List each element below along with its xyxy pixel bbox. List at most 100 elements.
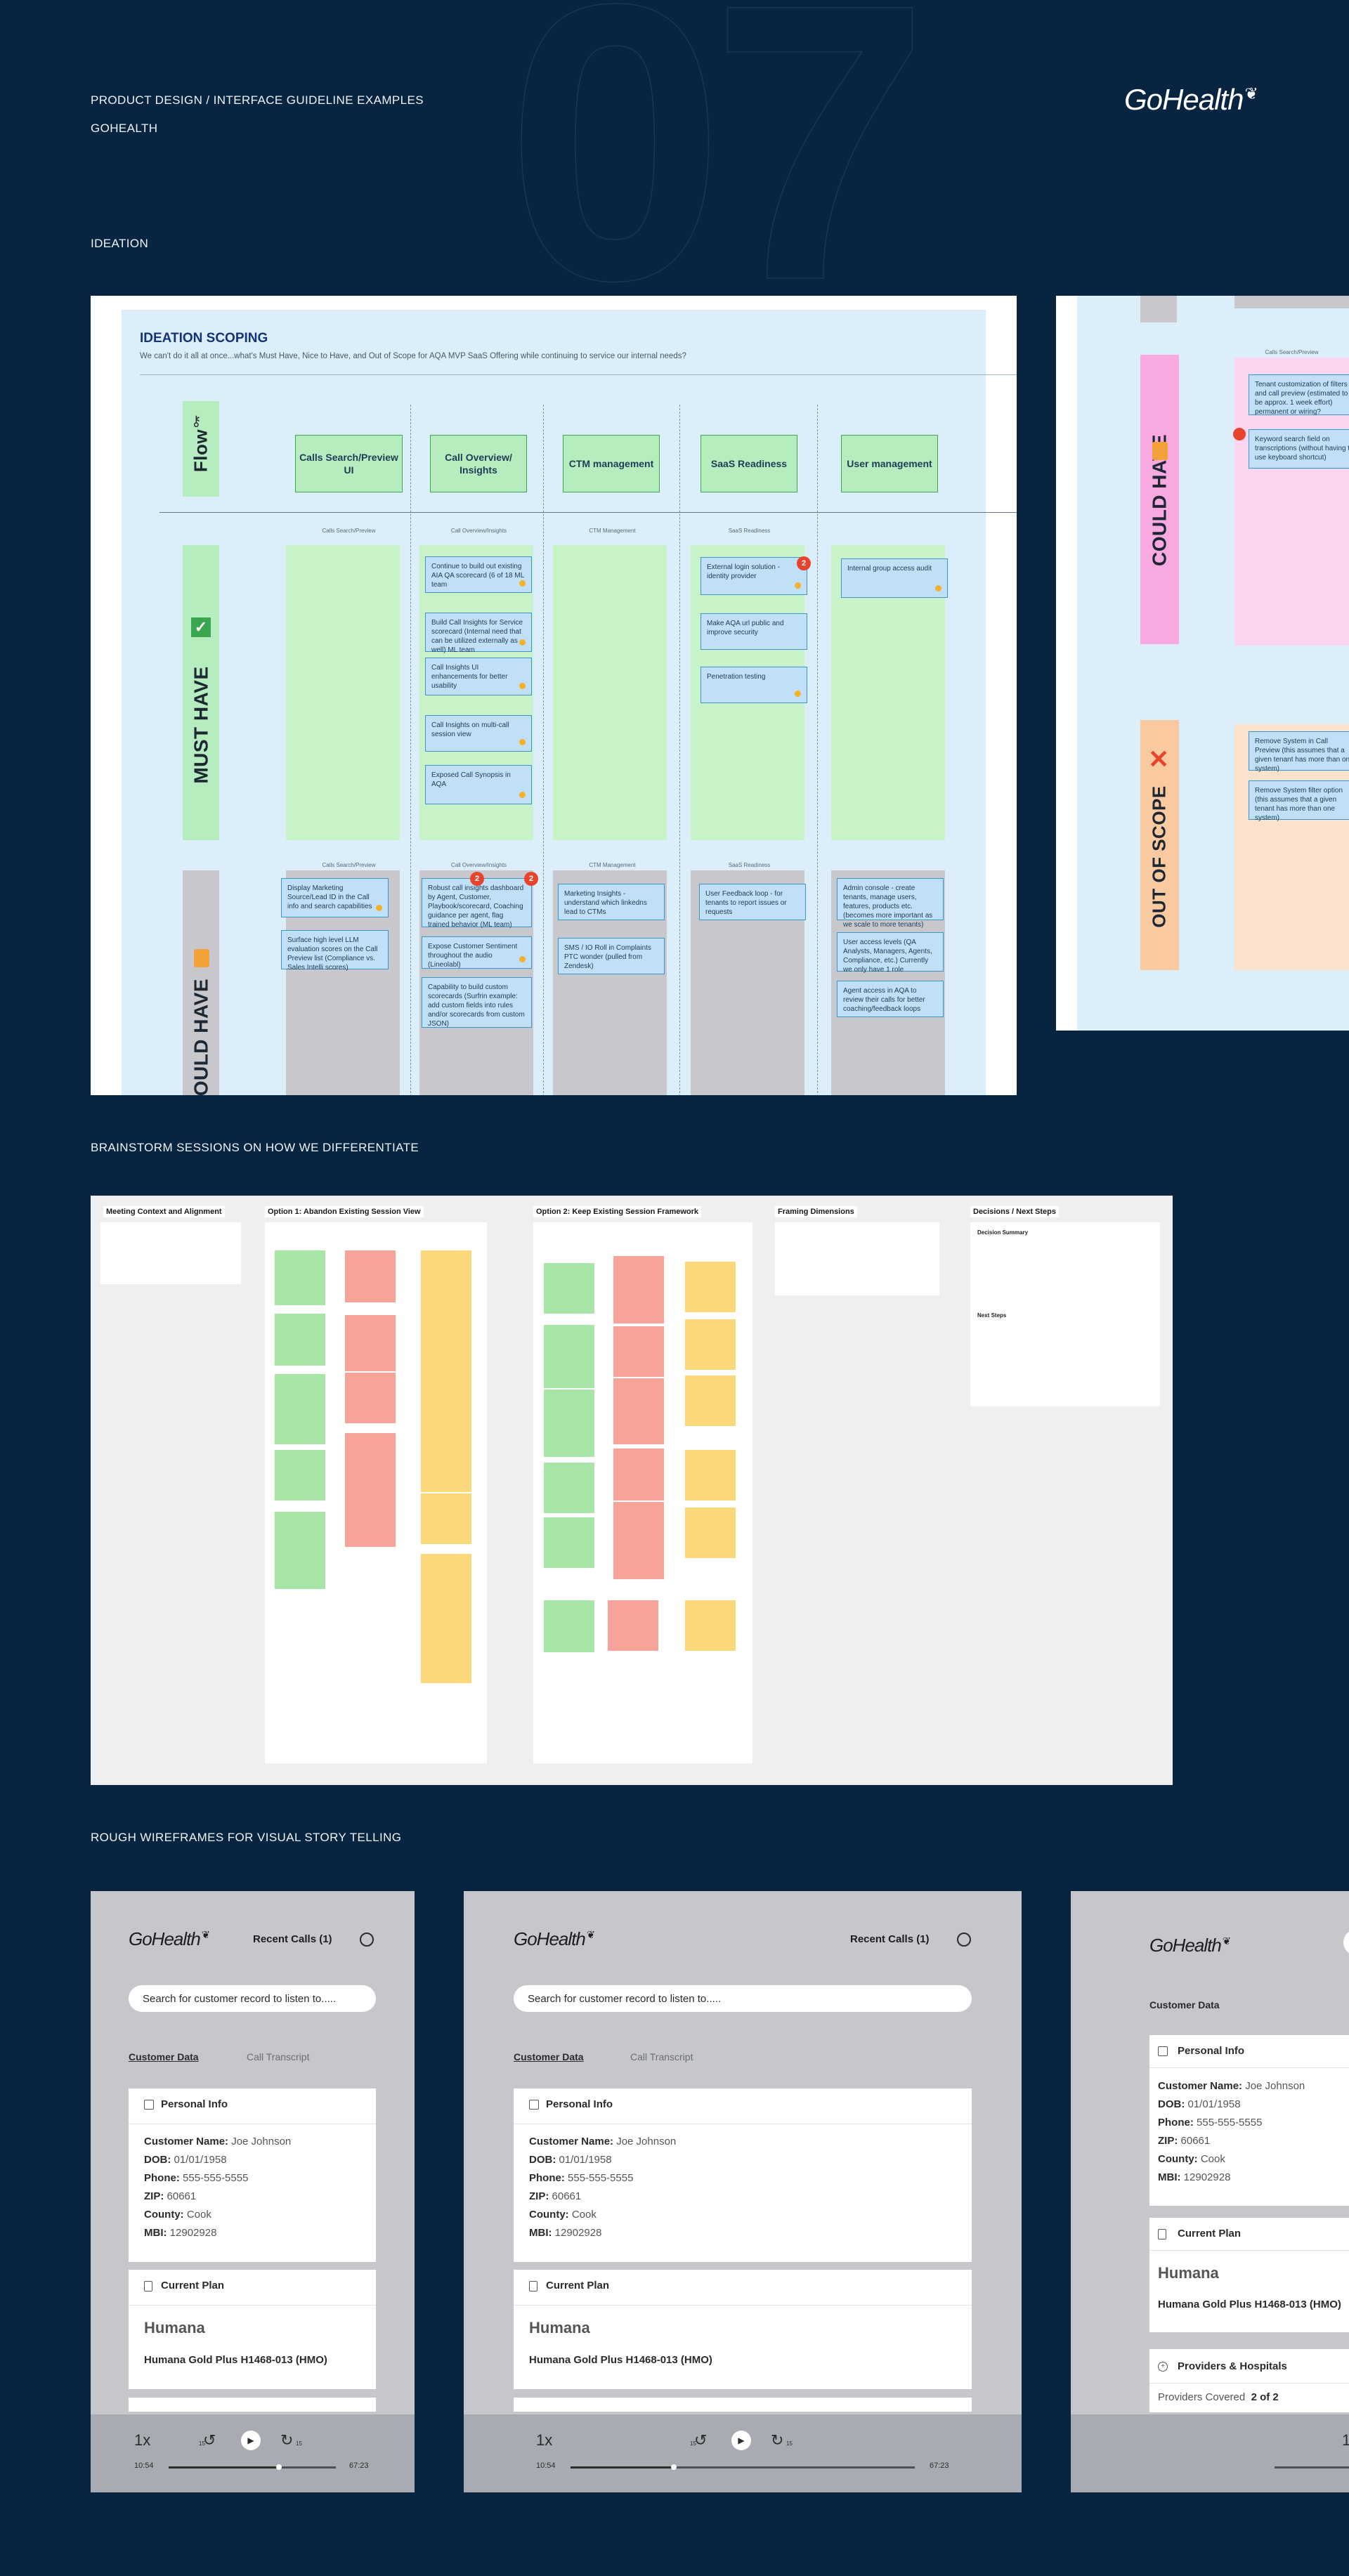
forward-icon[interactable]: ↻ (771, 2431, 784, 2449)
brainstorm-board[interactable]: Meeting Context and Alignment Option 1: … (91, 1196, 1173, 1785)
rewind-icon[interactable]: ↺ (203, 2431, 216, 2449)
sticky-note[interactable] (685, 1319, 736, 1370)
sticky-note[interactable] (613, 1256, 664, 1323)
sticky-note[interactable] (544, 1463, 594, 1513)
sticky-note[interactable] (275, 1314, 325, 1366)
sticky-note[interactable]: Remove System filter option (this assume… (1249, 780, 1349, 822)
tab-customer-data[interactable]: Customer Data (129, 2051, 199, 2062)
sticky-note[interactable] (345, 1433, 396, 1502)
rewind-icon[interactable]: ↺ (694, 2431, 708, 2449)
next-steps-heading: Next Steps (977, 1312, 1007, 1319)
sticky-note[interactable] (613, 1502, 664, 1579)
sticky-note[interactable] (345, 1315, 396, 1371)
sticky-note[interactable]: User access levels (QA Analysts, Manager… (837, 932, 944, 974)
ideation-board[interactable]: IDEATION SCOPING We can't do it all at o… (91, 296, 1017, 1095)
sticky-note[interactable] (685, 1508, 736, 1558)
sticky-note[interactable] (421, 1380, 471, 1443)
sticky-note[interactable]: Robust call insights dashboard by Agent,… (422, 878, 532, 929)
sticky-note[interactable]: Build Call Insights for Service scorecar… (425, 613, 532, 654)
sticky-note[interactable]: Call Insights UI enhancements for better… (425, 658, 532, 695)
sticky-note[interactable] (544, 1517, 594, 1568)
sticky-note[interactable] (275, 1512, 325, 1589)
sticky-note[interactable] (345, 1496, 396, 1547)
sticky-note[interactable]: User Feedback loop - for tenants to repo… (699, 884, 806, 920)
sticky-note[interactable]: Call Insights on multi-call session view (425, 715, 532, 752)
sticky-note[interactable]: Make AQA url public and improve security (700, 613, 807, 650)
wireframe-2: GoHealth❦ Recent Calls (1) Search for cu… (464, 1891, 1022, 2492)
sticky-note[interactable]: SMS / IO Roll in Complaints PTC wonder (… (558, 938, 665, 974)
tab-call-transcript[interactable]: Call Transcript (630, 2051, 693, 2062)
search-input[interactable]: Search for customer record to listen to.… (129, 1985, 376, 2012)
sticky-note[interactable] (275, 1250, 325, 1305)
sticky-note[interactable] (544, 1263, 594, 1314)
progress-knob[interactable] (276, 2464, 282, 2470)
decisions-card (970, 1222, 1160, 1406)
user-icon[interactable] (360, 1933, 374, 1947)
sticky-note[interactable] (544, 1600, 594, 1652)
playback-speed[interactable]: 1 (1342, 2431, 1349, 2449)
forward-seconds: 15 (786, 2440, 793, 2447)
column-caption: CTM Management (589, 528, 636, 534)
leaf-icon: ❦ (1244, 84, 1258, 103)
column-caption: Call Overview/Insights (450, 528, 507, 534)
sticky-note[interactable] (685, 1375, 736, 1426)
user-icon[interactable] (1343, 1930, 1349, 1954)
sticky-note[interactable]: Admin console - create tenants, manage u… (837, 878, 944, 929)
sticky-note[interactable]: Internal group access audit (841, 558, 948, 598)
search-input[interactable]: Search for customer record to listen to.… (514, 1985, 972, 2012)
personal-info-fields: Customer Name: Joe Johnson DOB: 01/01/19… (144, 2133, 291, 2242)
progress-track[interactable] (571, 2464, 915, 2470)
sticky-note[interactable]: Agent access in AQA to review their call… (837, 981, 944, 1017)
sticky-note[interactable] (275, 1450, 325, 1501)
ideation-board-secondary[interactable]: COULD HAVE Calls Search/Preview Tenant c… (1056, 296, 1349, 1031)
sticky-note[interactable]: Keyword search field on transcriptions (… (1249, 429, 1349, 469)
sticky-note[interactable] (421, 1493, 471, 1544)
sticky-note[interactable] (275, 1374, 325, 1444)
user-icon[interactable] (957, 1933, 971, 1947)
sticky-note[interactable] (685, 1600, 736, 1651)
progress-track[interactable] (1275, 2466, 1349, 2469)
sticky-note[interactable] (685, 1450, 736, 1501)
playback-speed[interactable]: 1x (134, 2431, 151, 2449)
sticky-note[interactable] (421, 1331, 471, 1381)
play-button[interactable]: ▶ (241, 2431, 261, 2450)
sticky-note[interactable] (685, 1262, 736, 1312)
play-button[interactable]: ▶ (731, 2431, 751, 2450)
sticky-note[interactable] (421, 1441, 471, 1492)
tab-call-transcript[interactable]: Call Transcript (247, 2051, 310, 2062)
divider (1149, 2383, 1349, 2384)
sticky-note[interactable]: Display Marketing Source/Lead ID in the … (281, 878, 389, 917)
progress-track[interactable] (169, 2464, 336, 2470)
sticky-note[interactable] (613, 1326, 664, 1377)
sticky-note[interactable] (544, 1325, 594, 1388)
sticky-note[interactable] (544, 1390, 594, 1457)
sticky-note[interactable]: Surface high level LLM evaluation scores… (281, 930, 389, 972)
tab-customer-data[interactable]: Customer Data (514, 2051, 584, 2062)
recent-calls-button[interactable]: Recent Calls (1) (253, 1933, 332, 1945)
forward-icon[interactable]: ↻ (280, 2431, 294, 2449)
sticky-note[interactable]: Penetration testing (700, 667, 807, 703)
sticky-note[interactable]: Continue to build out existing AIA QA sc… (425, 556, 532, 593)
sticky-note[interactable] (421, 1250, 471, 1331)
recent-calls-button[interactable]: Recent Calls (1) (850, 1933, 930, 1945)
sticky-note[interactable]: Exposed Call Synopsis in AQA (425, 765, 532, 804)
divider (129, 2305, 376, 2306)
sticky-note[interactable] (608, 1600, 658, 1651)
gohealth-logo: GoHealth❦ (129, 1928, 210, 1949)
sticky-note[interactable] (613, 1449, 664, 1501)
sticky-note[interactable]: Expose Customer Sentiment throughout the… (422, 936, 532, 969)
id-card-icon (529, 2100, 539, 2110)
section-title-ideation: IDEATION (91, 237, 149, 250)
sticky-note[interactable]: Tenant customization of filters and call… (1249, 374, 1349, 416)
sticky-note[interactable]: Marketing Insights - understand which li… (558, 884, 665, 920)
sticky-note[interactable] (421, 1554, 471, 1683)
sticky-note[interactable] (345, 1373, 396, 1423)
progress-knob[interactable] (671, 2464, 677, 2470)
playback-speed[interactable]: 1x (536, 2431, 553, 2449)
sticky-note[interactable] (345, 1250, 396, 1302)
sticky-note[interactable]: Remove System in Call Preview (this assu… (1249, 731, 1349, 773)
personal-info-card: Personal Info Customer Name: Joe Johnson… (514, 2088, 972, 2262)
sticky-note[interactable] (613, 1378, 664, 1444)
sticky-note[interactable]: External login solution - identity provi… (700, 557, 807, 595)
sticky-note[interactable]: Capability to build custom scorecards (S… (422, 977, 532, 1028)
